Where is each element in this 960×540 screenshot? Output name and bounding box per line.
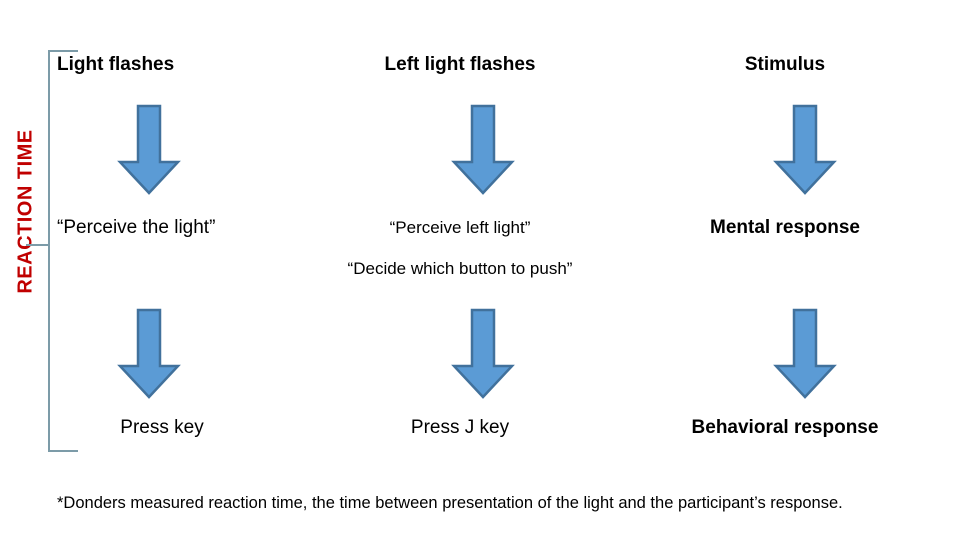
bracket-top-tick <box>48 50 78 52</box>
column-stage-behavior: Behavioral response <box>610 417 960 439</box>
arrow-down-icon <box>451 104 515 196</box>
decide-label: “Decide which button to push” <box>347 259 573 278</box>
arrow-down-icon <box>451 308 515 400</box>
behavior-label-1: Press key <box>120 417 204 438</box>
column-choice-reaction-behavior: Press J key <box>310 417 610 439</box>
column-choice-reaction-decide: “Decide which button to push” <box>310 258 610 280</box>
stimulus-label-1: Light flashes <box>57 54 175 75</box>
reaction-time-label: REACTION TIME <box>14 129 37 294</box>
behavior-label-3: Behavioral response <box>691 417 879 438</box>
behavioral-response-row: Press key Press J key Behavioral respons… <box>0 417 960 439</box>
mental-response-row: “Perceive the light” “Perceive left ligh… <box>0 217 960 239</box>
column-simple-reaction-stimulus: Light flashes <box>0 54 310 76</box>
arrow-down-icon <box>773 308 837 400</box>
reaction-time-group: REACTION TIME <box>0 40 90 460</box>
bracket-bottom-tick <box>48 450 78 452</box>
behavior-label-2: Press J key <box>410 417 510 438</box>
column-choice-reaction-stimulus: Left light flashes <box>310 54 610 76</box>
mental-label-1: “Perceive the light” <box>57 217 216 238</box>
stimulus-label-3: Stimulus <box>744 54 826 75</box>
arrow-down-icon <box>117 308 181 400</box>
column-stage-mental: Mental response <box>610 217 960 239</box>
column-simple-reaction-behavior: Press key <box>14 417 310 439</box>
column-simple-reaction-mental: “Perceive the light” <box>0 217 310 239</box>
stimulus-row: Light flashes Left light flashes Stimulu… <box>0 54 960 76</box>
column-stage-stimulus: Stimulus <box>610 54 960 76</box>
decide-row: “Decide which button to push” <box>0 258 960 280</box>
footnote-text: *Donders measured reaction time, the tim… <box>57 494 843 512</box>
mental-label-2: “Perceive left light” <box>389 218 531 237</box>
bracket-middle-tick <box>26 244 50 246</box>
arrow-down-icon <box>117 104 181 196</box>
mental-label-3: Mental response <box>710 217 860 238</box>
column-choice-reaction-mental: “Perceive left light” <box>310 217 610 239</box>
bracket-spine <box>48 50 50 452</box>
stimulus-label-2: Left light flashes <box>384 54 536 75</box>
arrow-down-icon <box>773 104 837 196</box>
